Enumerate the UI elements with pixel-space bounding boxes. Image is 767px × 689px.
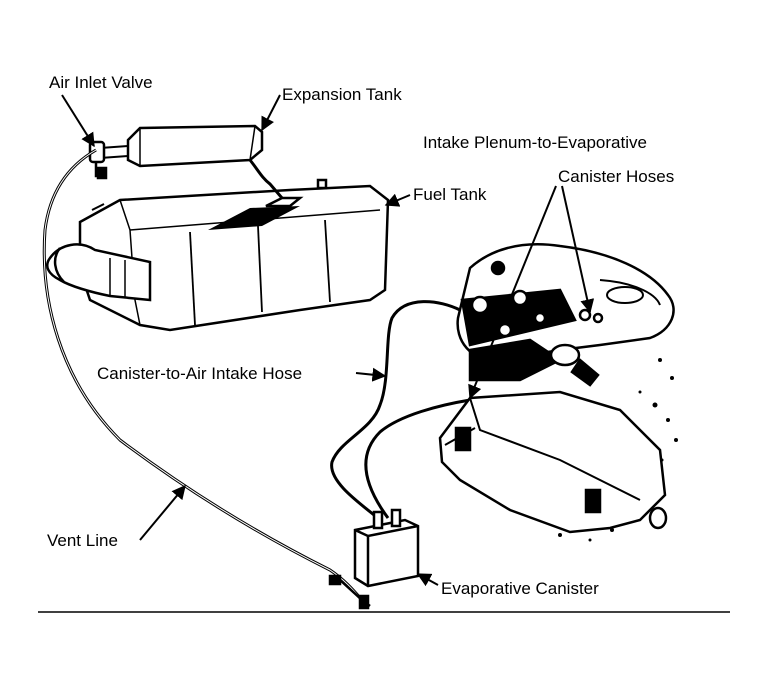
label-expansion-tank: Expansion Tank — [282, 85, 402, 104]
engine-intake — [456, 243, 675, 387]
expansion-tank — [99, 124, 264, 168]
label-vent-line: Vent Line — [47, 531, 118, 550]
label-air-inlet-valve: Air Inlet Valve — [49, 73, 153, 92]
ground-texture — [558, 358, 678, 542]
label-fuel-tank: Fuel Tank — [413, 185, 487, 204]
canister-to-air-intake-hose — [330, 300, 471, 520]
evaporative-canister — [328, 508, 420, 610]
air-inlet-valve — [88, 140, 108, 180]
label-evaporative-canister: Evaporative Canister — [441, 579, 599, 598]
air-cleaner-housing — [438, 390, 668, 534]
fuel-tank — [78, 178, 390, 332]
label-intake-plenum-line1: Intake Plenum-to-Evaporative — [423, 133, 647, 152]
filler-neck — [46, 243, 152, 302]
expansion-to-tank-line — [248, 159, 284, 199]
label-intake-plenum-line2: Canister Hoses — [558, 167, 675, 186]
label-canister-to-air-intake-hose: Canister-to-Air Intake Hose — [97, 364, 303, 383]
leader-lines — [61, 94, 595, 587]
